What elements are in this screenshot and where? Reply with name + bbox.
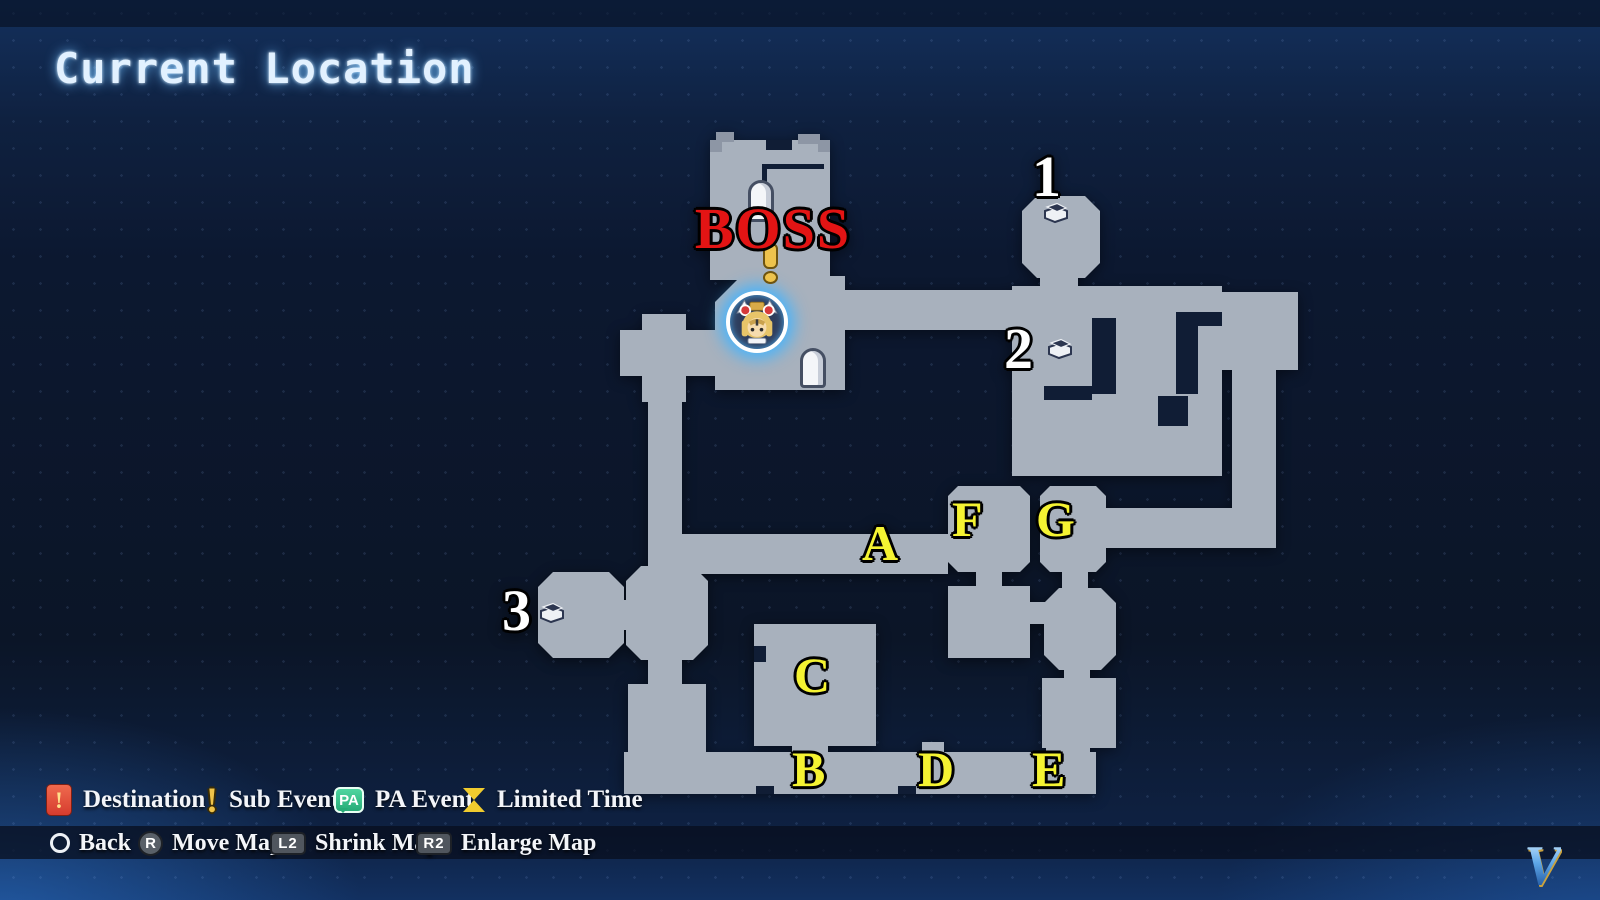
map-link-fg bbox=[1030, 602, 1046, 624]
legend-item-limited-time: Limited Time bbox=[462, 783, 643, 817]
control-hint-enlarge-map: R2 Enlarge Map bbox=[416, 828, 596, 858]
sub-event-icon: ! bbox=[206, 780, 218, 820]
map-wall-notch bbox=[1158, 396, 1188, 426]
map-room-right-ext bbox=[1216, 292, 1298, 370]
legend-label: Destination bbox=[83, 786, 206, 813]
map-stub bbox=[1064, 748, 1090, 754]
exit-label-e: E bbox=[1032, 741, 1066, 797]
map-wall-notch bbox=[756, 786, 774, 794]
controls-band bbox=[0, 826, 1600, 859]
treasure-chest-icon bbox=[1044, 202, 1068, 224]
map-wall-notch bbox=[766, 140, 792, 150]
map-link-room3 bbox=[618, 600, 642, 630]
legend-item-destination: ! Destination bbox=[46, 783, 205, 817]
map-room-f bbox=[948, 486, 1030, 572]
player-location-icon bbox=[726, 291, 788, 353]
map-corridor-top bbox=[844, 290, 1014, 330]
map-room-c bbox=[754, 624, 876, 746]
legend-label: PA Event bbox=[375, 786, 474, 813]
control-label: Enlarge Map bbox=[461, 829, 597, 856]
control-label: Back bbox=[79, 829, 132, 856]
top-strip bbox=[0, 0, 1600, 27]
legend-label: Limited Time bbox=[497, 786, 643, 813]
exit-label-g: G bbox=[1036, 491, 1075, 547]
map-room-g3 bbox=[1042, 678, 1116, 748]
door-icon bbox=[800, 348, 826, 388]
control-hint-shrink-map: L2 Shrink Map bbox=[270, 828, 440, 858]
map-room-lower-left bbox=[628, 684, 706, 754]
game-logo: V bbox=[1524, 835, 1562, 897]
l2-button-icon: L2 bbox=[270, 831, 306, 855]
map-corridor-bump bbox=[672, 742, 694, 752]
map-wall-notch bbox=[754, 646, 766, 662]
map-stub bbox=[976, 572, 1002, 588]
r-button-icon: R bbox=[138, 830, 163, 856]
page-title: Current Location bbox=[54, 44, 475, 93]
map-stub bbox=[1062, 572, 1088, 588]
legend-label: Sub Event bbox=[229, 786, 340, 813]
map-stub bbox=[1064, 670, 1090, 678]
exit-label-f: F bbox=[952, 491, 983, 547]
circle-button-icon bbox=[50, 833, 70, 853]
map-wall-notch bbox=[1044, 386, 1092, 400]
map-fog-pixel bbox=[818, 140, 830, 152]
exit-label-d: D bbox=[918, 741, 955, 797]
map-corridor-a bbox=[660, 534, 948, 574]
treasure-chest-icon bbox=[1048, 338, 1072, 360]
map-corridor-right-column bbox=[1232, 368, 1276, 548]
map-room-f2 bbox=[948, 586, 1030, 658]
chest-number-1: 1 bbox=[1032, 144, 1061, 209]
map-corridor-bottom bbox=[624, 752, 1096, 794]
pa-event-icon: PA bbox=[334, 787, 364, 813]
control-hint-back: Back bbox=[50, 828, 131, 858]
map-stub bbox=[792, 746, 820, 754]
chest-number-2: 2 bbox=[1004, 316, 1033, 381]
boss-label: BOSS bbox=[694, 196, 852, 261]
limited-time-icon bbox=[462, 786, 486, 814]
destination-icon: ! bbox=[46, 784, 72, 816]
sub-event-marker-icon bbox=[763, 243, 778, 284]
map-room-g bbox=[1040, 486, 1106, 572]
exit-label-b: B bbox=[792, 741, 826, 797]
map-wall-notch bbox=[898, 786, 916, 794]
map-wall-notch bbox=[762, 164, 824, 169]
map-wall-notch bbox=[1184, 376, 1198, 390]
map-wall-notch bbox=[762, 164, 767, 188]
exit-label-c: C bbox=[794, 647, 831, 703]
control-label: Move Map bbox=[172, 829, 284, 856]
map-room-g2 bbox=[1044, 588, 1116, 670]
exit-label-a: A bbox=[862, 515, 899, 571]
map-wall-notch bbox=[1092, 318, 1116, 394]
r2-button-icon: R2 bbox=[416, 831, 452, 855]
map-corridor-bump bbox=[922, 742, 944, 752]
control-hint-move-map: R Move Map bbox=[138, 828, 283, 858]
chest-number-3: 3 bbox=[502, 578, 531, 643]
map-fog-pixel bbox=[798, 134, 820, 144]
legend-item-pa-event: PA PA Event bbox=[334, 783, 474, 817]
map-fog-pixel bbox=[716, 132, 734, 142]
map-junction bbox=[642, 314, 686, 402]
treasure-chest-icon bbox=[540, 602, 564, 624]
map-corridor-g bbox=[1106, 508, 1236, 548]
map-fog-pixel bbox=[710, 140, 722, 152]
legend-item-sub-event: ! Sub Event bbox=[206, 780, 340, 820]
door-icon bbox=[748, 180, 774, 222]
map-wall-notch bbox=[1176, 320, 1198, 394]
